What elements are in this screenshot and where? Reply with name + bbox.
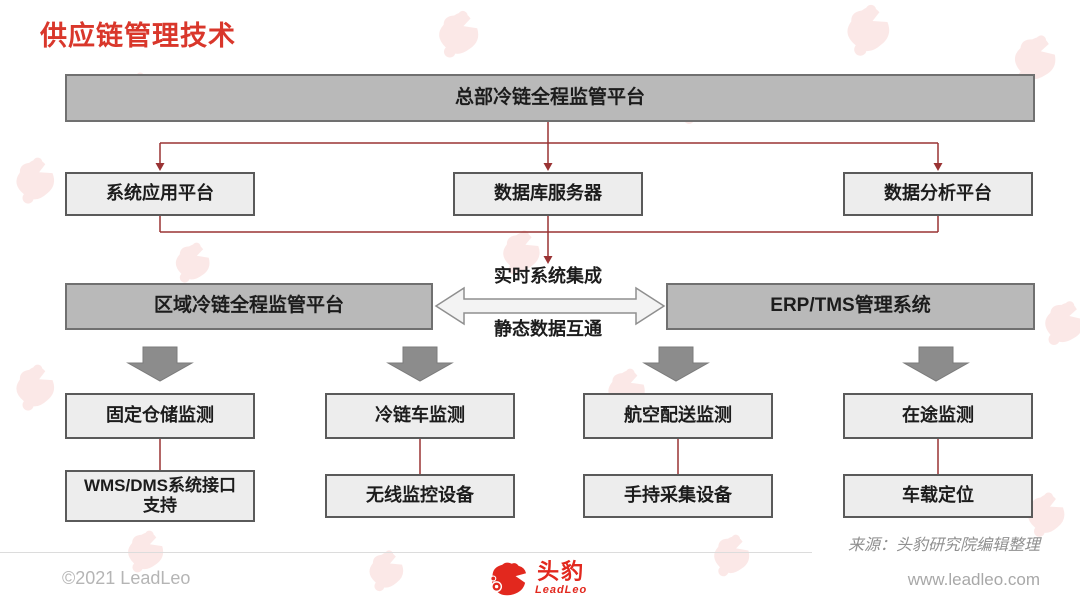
- footer-divider: [0, 552, 812, 553]
- leadleo-logo: 头豹 LeadLeo: [487, 559, 588, 603]
- logo-text-en: LeadLeo: [535, 584, 588, 597]
- box-vehicle-positioning: 车载定位: [843, 474, 1033, 518]
- block-down-arrow-icon: [126, 346, 970, 382]
- box-system-app-platform: 系统应用平台: [65, 172, 255, 216]
- label-realtime-integration: 实时系统集成: [494, 266, 602, 286]
- box-cold-chain-vehicle-monitoring: 冷链车监测: [325, 393, 515, 439]
- box-data-analysis-platform: 数据分析平台: [843, 172, 1033, 216]
- leadleo-logo-icon: [487, 560, 529, 603]
- box-in-transit-monitoring: 在途监测: [843, 393, 1033, 439]
- website-text: www.leadleo.com: [907, 570, 1040, 589]
- box-hq-platform: 总部冷链全程监管平台: [65, 74, 1035, 122]
- box-wms-dms-interface: WMS/DMS系统接口支持: [65, 470, 255, 522]
- logo-text-cn: 头豹: [537, 559, 586, 584]
- connector-row2-merge: [159, 216, 939, 257]
- double-arrow-icon: [434, 286, 666, 326]
- source-note: 来源：头豹研究院编辑整理: [847, 537, 1040, 554]
- box-wireless-monitoring-devices: 无线监控设备: [325, 474, 515, 518]
- copyright-text: ©2021 LeadLeo: [62, 568, 191, 588]
- connector-row4-row5: [159, 439, 939, 474]
- label-static-data-exchange: 静态数据互通: [494, 319, 602, 339]
- connector-topbox-branch: [159, 122, 939, 164]
- box-air-delivery-monitoring: 航空配送监测: [583, 393, 773, 439]
- box-handheld-collection-devices: 手持采集设备: [583, 474, 773, 518]
- page-title: 供应链管理技术: [40, 21, 236, 51]
- box-fixed-warehouse-monitoring: 固定仓储监测: [65, 393, 255, 439]
- box-erp-tms-system: ERP/TMS管理系统: [666, 283, 1035, 330]
- arrowhead-icon: [155, 163, 943, 264]
- box-regional-platform: 区域冷链全程监管平台: [65, 283, 433, 330]
- box-database-server: 数据库服务器: [453, 172, 643, 216]
